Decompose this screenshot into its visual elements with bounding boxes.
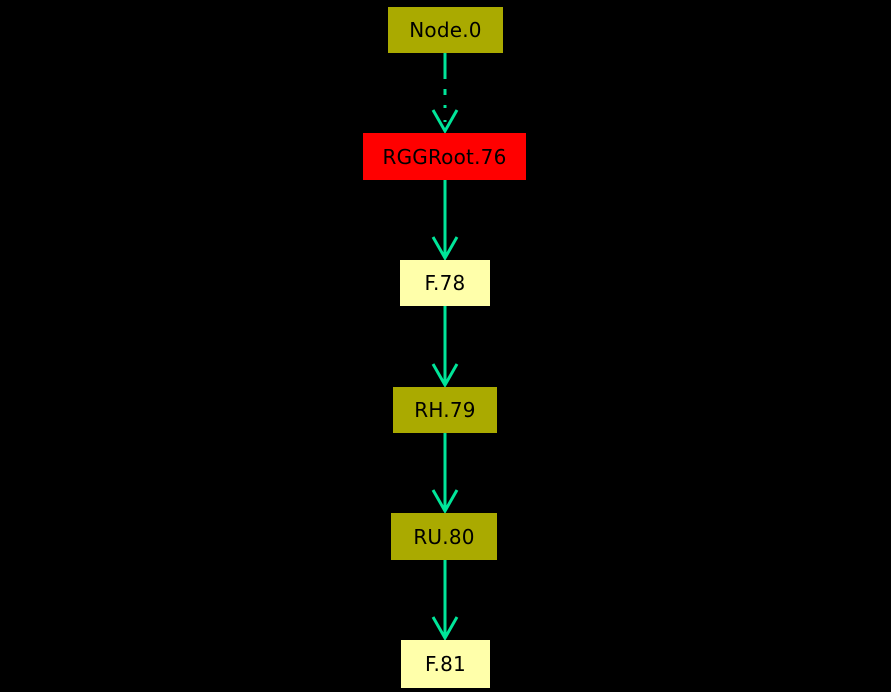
graph-node-label: F.78	[424, 271, 466, 295]
edge-rggroot76-f78	[431, 180, 459, 262]
graph-node-label: RGGRoot.76	[382, 144, 507, 169]
graph-node-f78[interactable]: F.78	[400, 260, 490, 306]
arrowhead	[431, 489, 459, 515]
graph-node-rggroot76[interactable]: RGGRoot.76	[363, 133, 526, 180]
graph-node-label: F.81	[425, 652, 466, 676]
arrowhead	[431, 109, 459, 135]
arrowhead	[431, 236, 459, 262]
arrowhead	[431, 616, 459, 642]
graph-node-ru80[interactable]: RU.80	[391, 513, 497, 560]
edge-node0-rggroot76	[431, 53, 459, 135]
edge-ru80-f81	[431, 560, 459, 642]
graph-node-f81[interactable]: F.81	[401, 640, 490, 688]
graph-node-label: RU.80	[413, 524, 475, 549]
graph-node-label: Node.0	[409, 18, 482, 42]
graph-node-label: RH.79	[414, 398, 476, 422]
graph-node-rh79[interactable]: RH.79	[393, 387, 497, 433]
graph-node-node0[interactable]: Node.0	[388, 7, 503, 53]
arrowhead	[431, 363, 459, 389]
edge-rh79-ru80	[431, 433, 459, 515]
edge-f78-rh79	[431, 306, 459, 389]
